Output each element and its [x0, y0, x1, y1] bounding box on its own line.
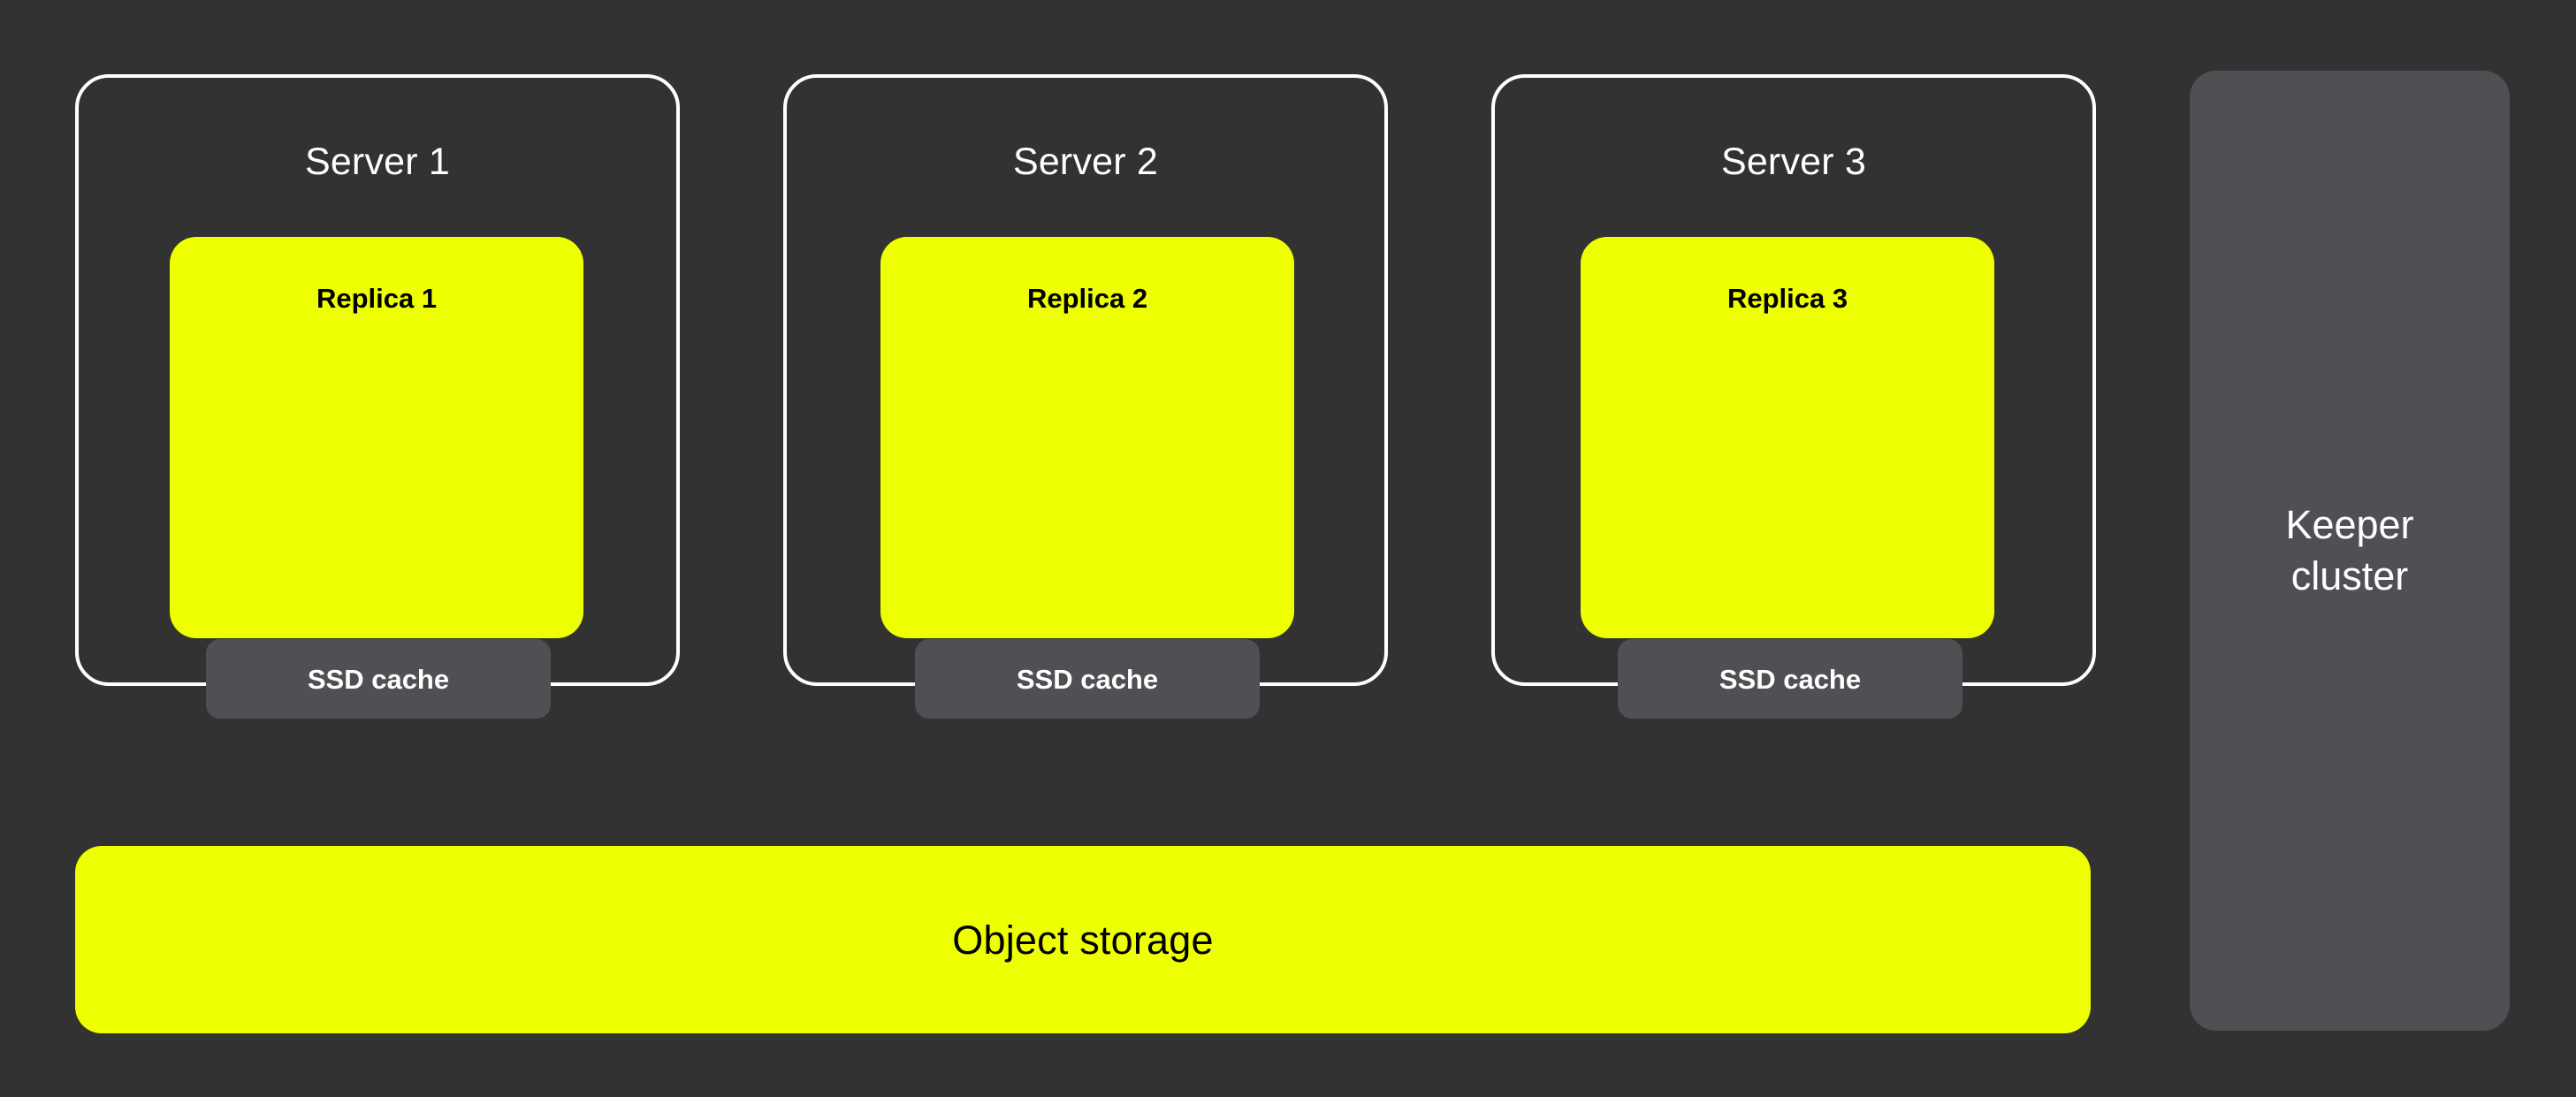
replica-label-3: Replica 3 — [1726, 283, 1848, 314]
ssd-cache-chip-3: SSD cache — [1618, 639, 1962, 719]
ssd-cache-chip-1: SSD cache — [206, 639, 551, 719]
replica-box-3: Replica 3 — [1581, 237, 1994, 638]
ssd-cache-label-1: SSD cache — [307, 663, 450, 695]
keeper-cluster-panel: Keeper cluster — [2190, 71, 2510, 1031]
server-title-2: Server 2 — [1012, 141, 1159, 183]
ssd-cache-chip-2: SSD cache — [915, 639, 1260, 719]
object-storage-bar: Object storage — [75, 846, 2091, 1033]
server-title-3: Server 3 — [1720, 141, 1867, 183]
ssd-cache-label-2: SSD cache — [1016, 663, 1159, 695]
ssd-cache-label-3: SSD cache — [1719, 663, 1862, 695]
replica-box-1: Replica 1 — [170, 237, 583, 638]
object-storage-label: Object storage — [952, 917, 1214, 963]
replica-label-1: Replica 1 — [316, 283, 438, 314]
replica-box-2: Replica 2 — [880, 237, 1294, 638]
replica-label-2: Replica 2 — [1026, 283, 1148, 314]
server-title-1: Server 1 — [304, 141, 451, 183]
keeper-cluster-label: Keeper cluster — [2285, 502, 2414, 598]
